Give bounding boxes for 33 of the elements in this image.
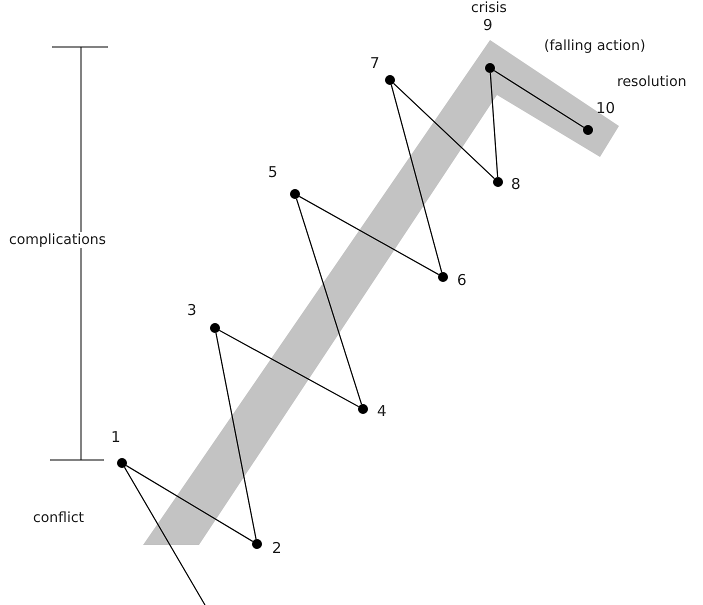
plot-point — [252, 539, 262, 549]
connector-line — [296, 198, 362, 404]
connector-line — [219, 330, 359, 408]
point-number: 5 — [268, 165, 278, 180]
point-number: 8 — [511, 177, 521, 192]
connector-line — [490, 72, 498, 178]
point-number: 3 — [187, 303, 197, 318]
point-number: 2 — [272, 541, 282, 556]
connector-line — [393, 83, 495, 179]
stage-label: complications — [8, 232, 107, 248]
point-number: 4 — [377, 404, 387, 419]
plot-point — [385, 75, 395, 85]
point-number: 1 — [111, 430, 121, 445]
connector-line — [494, 70, 584, 128]
connector-line — [124, 467, 206, 605]
stage-label: conflict — [32, 510, 86, 526]
stage-label: crisis — [470, 0, 508, 16]
stage-label: (falling action) — [543, 38, 646, 54]
plot-point — [210, 323, 220, 333]
plot-point — [493, 177, 503, 187]
connector-line — [126, 465, 254, 542]
plot-point — [438, 272, 448, 282]
connector-line — [299, 196, 439, 276]
point-number: 6 — [457, 273, 467, 288]
stage-label: resolution — [616, 74, 688, 90]
connector-line — [390, 84, 442, 272]
plot-point — [290, 189, 300, 199]
point-number: 7 — [370, 56, 380, 71]
plot-point — [117, 458, 127, 468]
plot-point — [358, 404, 368, 414]
point-number: 10 — [596, 101, 616, 116]
point-number: 9 — [483, 18, 493, 33]
connector-line — [215, 332, 257, 540]
